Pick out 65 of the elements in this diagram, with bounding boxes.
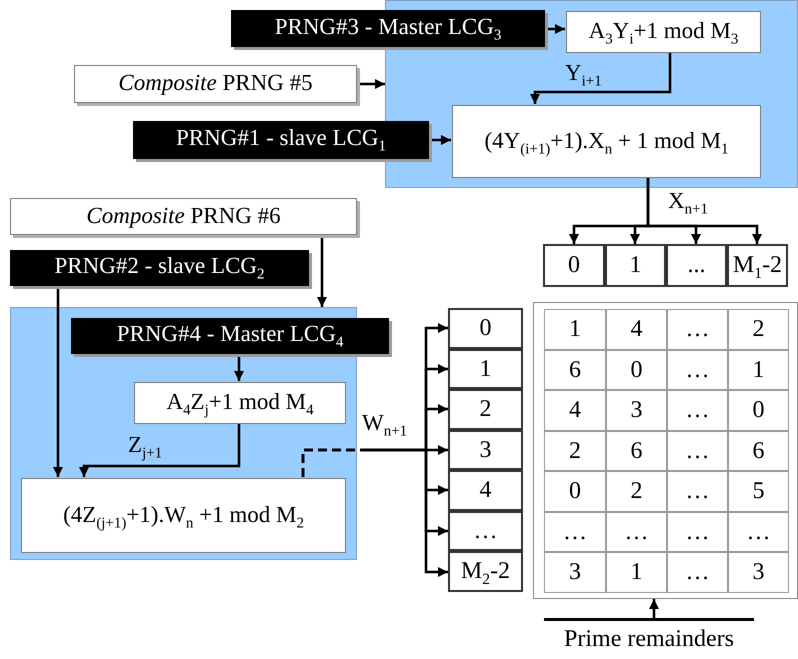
table-cell: 2 bbox=[728, 309, 789, 350]
table-cell: 0 bbox=[728, 390, 789, 431]
index-cell: 2 bbox=[448, 389, 523, 430]
edge-label: W$_{n+1}$ bbox=[362, 410, 408, 441]
table-cell: 0 bbox=[606, 350, 667, 390]
table-cell: 1 bbox=[544, 309, 606, 350]
table-cell: 3 bbox=[606, 390, 667, 431]
arrow bbox=[530, 52, 672, 104]
caption-text: Prime remainders bbox=[544, 618, 754, 659]
arrow bbox=[649, 599, 659, 618]
index-cell: 0 bbox=[448, 308, 523, 349]
index-cell: M$_{1}$-2 bbox=[727, 244, 788, 287]
table-cell: … bbox=[544, 512, 606, 552]
index-cell: 4 bbox=[448, 470, 523, 511]
table-cell: 3 bbox=[728, 552, 789, 593]
edge-label: Y$_{i+1}$ bbox=[565, 60, 602, 91]
generator-box: PRNG#4 - Master LCG$_{4}$ bbox=[71, 318, 389, 354]
table-cell: … bbox=[728, 512, 789, 552]
index-cell: 0 bbox=[543, 244, 605, 287]
table-cell: 5 bbox=[728, 471, 789, 512]
table-cell: … bbox=[667, 471, 728, 512]
table-cell: … bbox=[667, 512, 728, 552]
table-cell: 3 bbox=[544, 552, 606, 593]
table-cell: 6 bbox=[544, 350, 606, 390]
title-box: Composite PRNG #5 bbox=[74, 65, 357, 103]
generator-box: PRNG#1 - slave LCG$_{1}$ bbox=[133, 121, 429, 159]
generator-box: PRNG#3 - Master LCG$_{3}$ bbox=[231, 10, 545, 47]
edge-label: X$_{n+1}$ bbox=[668, 188, 708, 219]
index-cell: 3 bbox=[448, 430, 523, 470]
title-box: Composite PRNG #6 bbox=[10, 198, 357, 235]
index-cell: 1 bbox=[448, 349, 523, 389]
index-cell: M$_{2}$-2 bbox=[448, 551, 523, 592]
table-cell: 2 bbox=[544, 431, 606, 471]
arrow bbox=[317, 235, 327, 307]
index-cell: … bbox=[448, 511, 523, 551]
arrow bbox=[646, 177, 762, 244]
index-cell: ... bbox=[666, 244, 727, 287]
table-cell: 0 bbox=[544, 471, 606, 512]
arrow bbox=[53, 286, 63, 477]
table-cell: … bbox=[667, 552, 728, 593]
table-cell: … bbox=[606, 512, 667, 552]
table-cell: 2 bbox=[606, 471, 667, 512]
generator-box: PRNG#2 - slave LCG$_{2}$ bbox=[10, 250, 309, 286]
table-cell: … bbox=[667, 350, 728, 390]
formula-box: A$_{3}$Y$_{i}$+1 mod M$_{3}$ bbox=[566, 11, 761, 53]
table-cell: 6 bbox=[728, 431, 789, 471]
formula-box: (4Z$_{(j+1)}$+1).W$_{n}$ +1 mod M$_{2}$ bbox=[21, 478, 346, 553]
table-cell: … bbox=[667, 309, 728, 350]
arrow bbox=[545, 24, 565, 34]
remainder-table bbox=[533, 302, 798, 599]
formula-box: (4Y$_{(i+1)}$+1).X$_{n}$ + 1 mod M$_{1}$ bbox=[452, 105, 761, 178]
arrow bbox=[429, 135, 451, 145]
edge-label: Z$_{j+1}$ bbox=[128, 432, 162, 463]
formula-box: A$_{4}$Z$_{j}$+1 mod M$_{4}$ bbox=[134, 382, 346, 424]
table-cell: … bbox=[667, 431, 728, 471]
table-cell: 4 bbox=[606, 309, 667, 350]
index-cell: 1 bbox=[605, 244, 666, 287]
table-cell: 4 bbox=[544, 390, 606, 431]
table-cell: 1 bbox=[606, 552, 667, 593]
arrow bbox=[234, 354, 244, 381]
arrow bbox=[357, 79, 385, 89]
table-cell: 1 bbox=[728, 350, 789, 390]
table-cell: … bbox=[667, 390, 728, 431]
table-cell: 6 bbox=[606, 431, 667, 471]
arrow bbox=[79, 423, 240, 477]
